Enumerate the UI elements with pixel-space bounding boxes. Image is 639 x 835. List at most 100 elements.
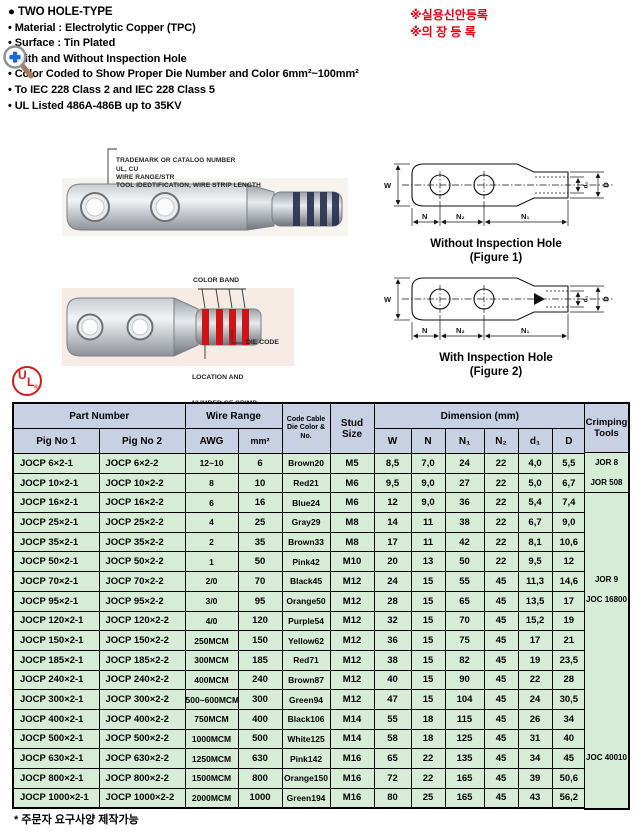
cell-stud-size: M6 — [329, 492, 375, 514]
header-d1: d₁ — [517, 428, 553, 454]
crimping-tools-column: Crimping Tools JOR 8 JOR 508 JOR 9 JOC 1… — [584, 402, 630, 810]
cell-n2: 45 — [483, 708, 519, 730]
cell-n1: 38 — [444, 512, 485, 533]
cell-n2: 45 — [483, 669, 519, 691]
dim-label-n2: N₂ — [456, 326, 465, 335]
cell-d: 12 — [551, 551, 587, 573]
cell-pig-no-2: JOCP 6×2-2 — [98, 453, 186, 474]
cell-pig-no-2: JOCP 500×2-2 — [98, 728, 186, 750]
cell-w: 14 — [373, 512, 412, 533]
cell-pig-no-2: JOCP 35×2-2 — [98, 531, 186, 553]
cell-stud-size: M16 — [329, 768, 375, 789]
header-n2: N₂ — [483, 428, 519, 454]
ul-logo: U L ® — [12, 366, 42, 396]
cell-d: 23,5 — [551, 649, 587, 671]
header-stud-size: Stud Size — [329, 402, 375, 454]
spec-row: JOCP 35×2-1 JOCP 35×2-2 2 35 Brown33 M8 … — [12, 531, 587, 553]
cell-d: 19 — [551, 610, 587, 632]
cell-pig-no-1: JOCP 50×2-1 — [12, 551, 100, 573]
dim-label-n1: N₁ — [521, 326, 530, 335]
cell-n: 22 — [410, 768, 446, 789]
cell-pig-no-2: JOCP 25×2-2 — [98, 512, 186, 533]
cell-stud-size: M10 — [329, 551, 375, 573]
ul-logo-l: L — [27, 375, 35, 389]
zoom-cursor-icon — [3, 45, 34, 79]
cell-stud-size: M12 — [329, 669, 375, 691]
cell-n: 15 — [410, 649, 446, 671]
cell-mm2: 95 — [237, 590, 283, 612]
cell-n1: 165 — [444, 787, 485, 809]
cell-code-color: Yellow62 — [281, 630, 331, 651]
cell-stud-size: M8 — [329, 512, 375, 533]
spec-row: JOCP 500×2-1 JOCP 500×2-2 1000MCM 500 Wh… — [12, 728, 587, 750]
cell-pig-no-1: JOCP 25×2-1 — [12, 512, 100, 533]
feature-bullet: • Color Coded to Show Proper Die Number … — [8, 68, 359, 81]
cell-w: 65 — [373, 748, 412, 769]
cell-d: 17 — [551, 590, 587, 612]
photo-lug-color-band — [62, 288, 294, 366]
cell-d1: 4,0 — [517, 453, 553, 474]
cell-d1: 8,1 — [517, 531, 553, 553]
cell-d1: 9,5 — [517, 551, 553, 573]
crimping-tool: JOC 40010 — [586, 753, 627, 762]
cell-n: 15 — [410, 610, 446, 632]
cell-n2: 22 — [483, 512, 519, 533]
cell-n1: 90 — [444, 669, 485, 691]
cell-n: 25 — [410, 787, 446, 809]
cell-awg: 2/0 — [184, 571, 239, 592]
cell-pig-no-2: JOCP 1000×2-2 — [98, 787, 186, 809]
figure2-subcaption: (Figure 2) — [469, 366, 523, 378]
cell-d1: 17 — [517, 630, 553, 651]
dim-label-n: N — [422, 212, 427, 221]
cell-stud-size: M14 — [329, 708, 375, 730]
feature-bullet: • With and Without Inspection Hole — [8, 52, 187, 65]
cell-stud-size: M12 — [329, 689, 375, 710]
cell-n1: 65 — [444, 590, 485, 612]
header-w: W — [373, 428, 412, 454]
figure2-caption: With Inspection Hole — [439, 352, 553, 364]
cell-awg: 750MCM — [184, 708, 239, 730]
cell-n: 15 — [410, 669, 446, 691]
feature-bullet: • Material : Electrolytic Copper (TPC) — [8, 21, 196, 34]
cell-w: 47 — [373, 689, 412, 710]
cell-code-color: Pink142 — [281, 748, 331, 769]
cell-n2: 22 — [483, 551, 519, 573]
cell-d1: 5,4 — [517, 492, 553, 514]
cell-n1: 27 — [444, 472, 485, 494]
spec-row: JOCP 95×2-1 JOCP 95×2-2 3/0 95 Orange50 … — [12, 590, 587, 612]
cell-n: 9,0 — [410, 492, 446, 514]
header-n1: N₁ — [444, 428, 485, 454]
cell-code-color: Blue24 — [281, 492, 331, 514]
cell-stud-size: M8 — [329, 531, 375, 553]
cell-d1: 39 — [517, 768, 553, 789]
cell-pig-no-1: JOCP 630×2-1 — [12, 748, 100, 769]
photo1-annotation-line: TOOL IDEDTIFICATION, WIRE STRIP LENGTH — [116, 182, 261, 190]
cell-d1: 24 — [517, 689, 553, 710]
header-crimping-tools: Crimping Tools — [584, 402, 630, 453]
cell-awg: 12~10 — [184, 453, 239, 474]
cell-n1: 82 — [444, 649, 485, 671]
cell-awg: 6 — [184, 492, 239, 514]
cell-pig-no-2: JOCP 800×2-2 — [98, 768, 186, 789]
feature-bullet: • UL Listed 486A-486B up to 35KV — [8, 99, 182, 112]
cell-n2: 45 — [483, 630, 519, 651]
cell-w: 32 — [373, 610, 412, 632]
cell-w: 36 — [373, 630, 412, 651]
dim-label-d: D — [602, 182, 611, 188]
spec-row: JOCP 240×2-1 JOCP 240×2-2 400MCM 240 Bro… — [12, 669, 587, 691]
cell-mm2: 630 — [237, 748, 283, 769]
cell-awg: 3/0 — [184, 590, 239, 612]
cell-n2: 22 — [483, 492, 519, 514]
red-color-bands — [202, 309, 249, 345]
cell-mm2: 300 — [237, 689, 283, 710]
cell-mm2: 240 — [237, 669, 283, 691]
photo-lug-plain — [62, 148, 348, 236]
crimping-tool: JOR 508 — [590, 477, 623, 487]
cell-w: 38 — [373, 649, 412, 671]
cell-n2: 22 — [483, 531, 519, 553]
cell-code-color: Red71 — [281, 649, 331, 671]
page-title: ● TWO HOLE-TYPE — [8, 6, 113, 18]
bolt-holes — [80, 192, 180, 222]
cell-awg: 4 — [184, 512, 239, 533]
cell-awg: 300MCM — [184, 649, 239, 671]
